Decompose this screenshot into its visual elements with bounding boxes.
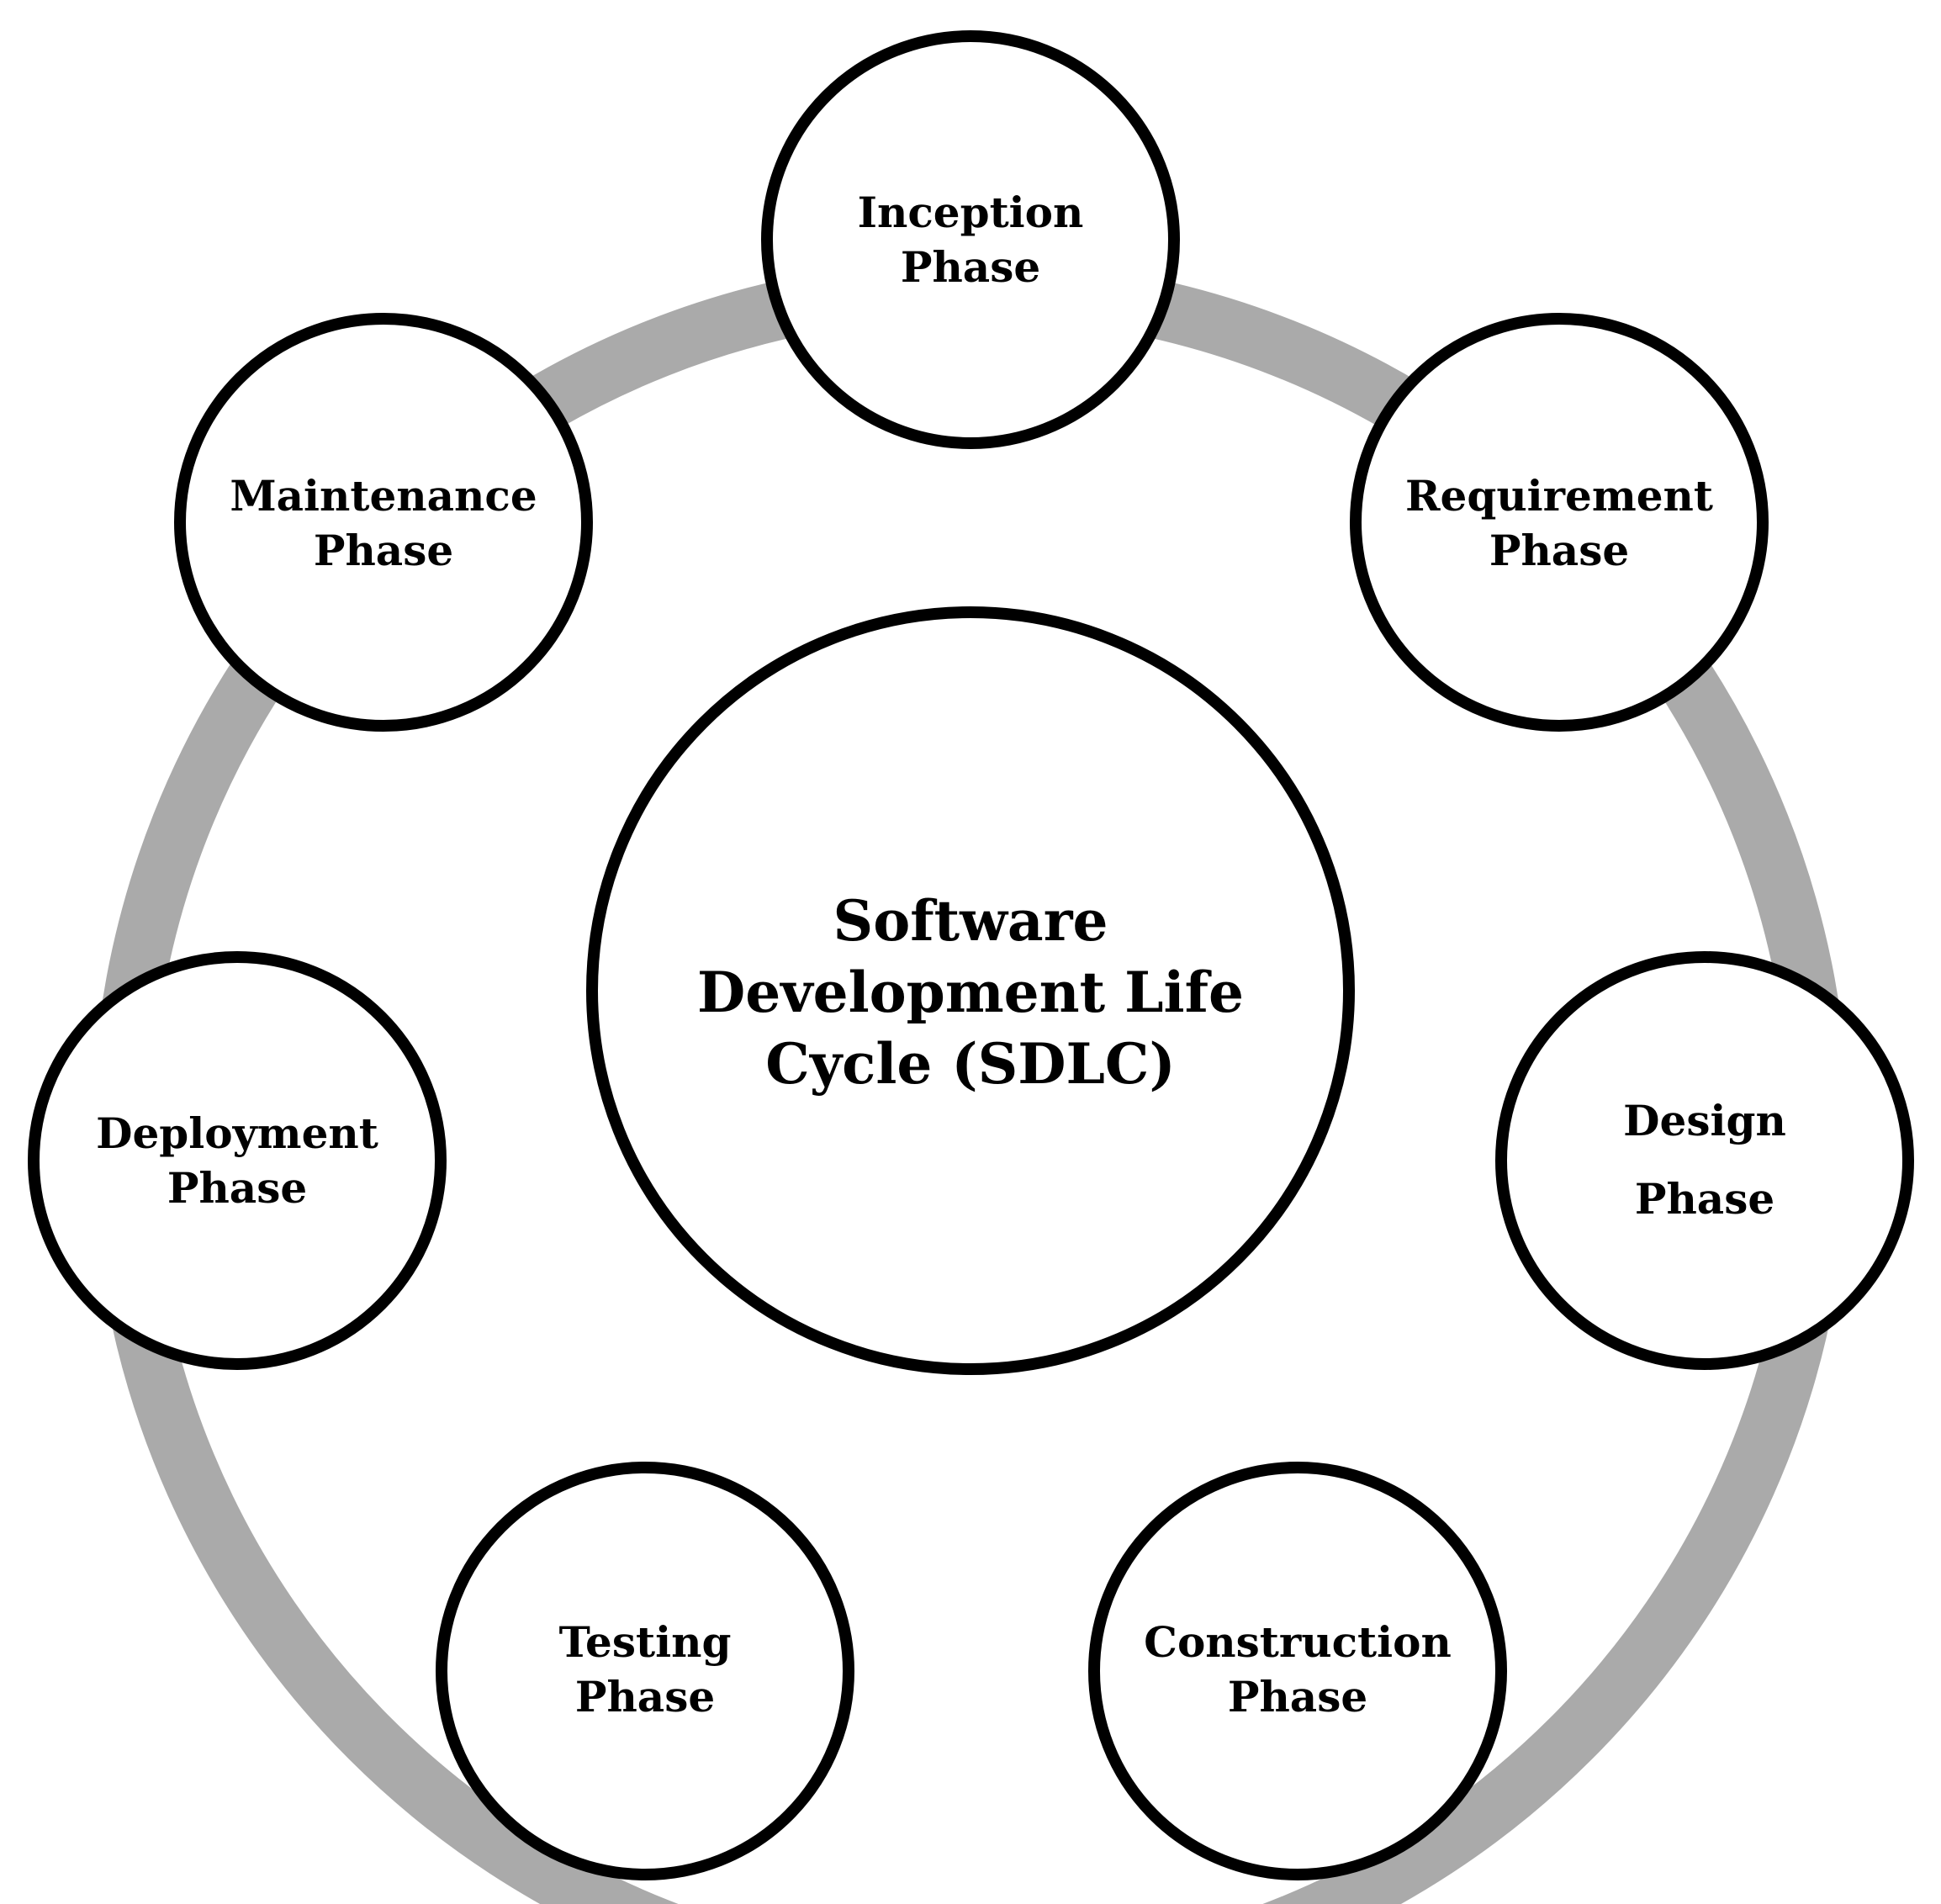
phase-node-construction: Construction Phase [1088, 1462, 1507, 1880]
phase-label-line-2: Phase [575, 1672, 715, 1722]
phase-label-line-2: Phase [1489, 526, 1629, 575]
phase-circle [1088, 1462, 1507, 1880]
phase-circle [436, 1462, 854, 1880]
phase-circle [28, 951, 447, 1370]
phase-node-requirement: Requirement Phase [1350, 313, 1769, 732]
phase-label-line-1: Deployment [96, 1108, 378, 1158]
phase-label-line-2: Phase [167, 1163, 307, 1213]
center-title-line-1: Software [833, 888, 1108, 954]
center-title-line-2: Development Life [697, 960, 1244, 1025]
center-circle [586, 606, 1355, 1375]
phase-label-line-2: Phase [901, 242, 1040, 292]
phase-label-line-1: Inception [858, 188, 1084, 237]
phase-node-design: Design Phase [1495, 951, 1914, 1370]
phase-node-maintenance: Maintenance Phase [174, 313, 593, 732]
phase-circle [1350, 313, 1769, 732]
center-title-line-3: Cycle (SDLC) [765, 1031, 1175, 1097]
phase-label-line-2: Phase [1635, 1174, 1774, 1224]
phase-label-line-2: Phase [1228, 1672, 1367, 1722]
phase-label-line-2: Phase [314, 526, 453, 575]
phase-node-deployment: Deployment Phase [28, 951, 447, 1370]
phase-circle [1495, 951, 1914, 1370]
phase-label-line-1: Testing [559, 1617, 732, 1667]
phase-node-testing: Testing Phase [436, 1462, 854, 1880]
phase-label-line-1: Design [1623, 1096, 1786, 1145]
phase-node-inception: Inception Phase [761, 30, 1180, 449]
phase-label-line-1: Maintenance [230, 471, 537, 521]
phase-label-line-1: Requirement [1405, 471, 1713, 521]
phase-circle [761, 30, 1180, 449]
center-node: Software Development Life Cycle (SDLC) [586, 606, 1355, 1375]
phase-circle [174, 313, 593, 732]
phase-label-line-1: Construction [1144, 1617, 1452, 1667]
